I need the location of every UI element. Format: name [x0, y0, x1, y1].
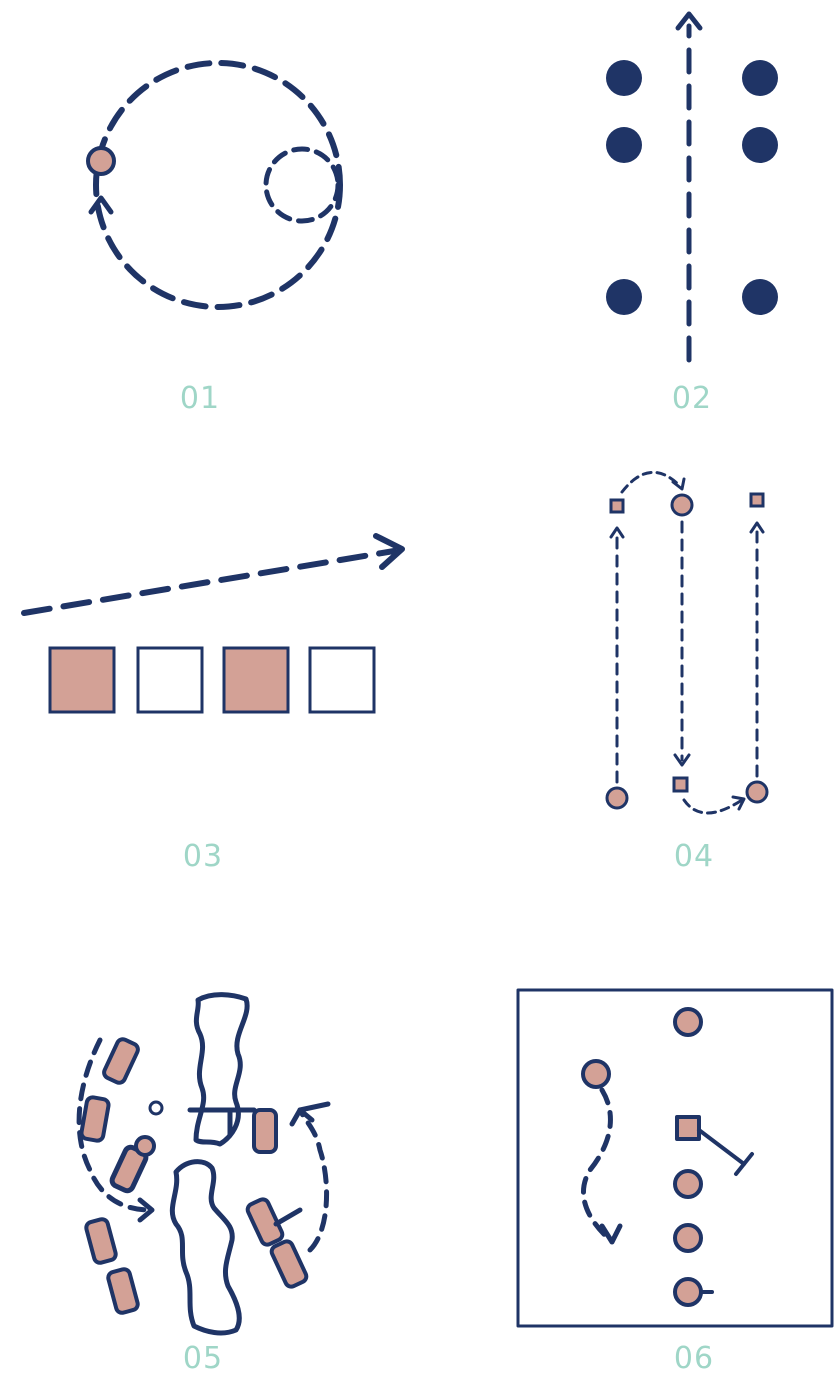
bench-link [276, 1210, 300, 1224]
square-link-cap [736, 1154, 752, 1174]
start-point [88, 148, 114, 174]
panel-label-01: 01 [180, 381, 220, 416]
panel-04: 04 [607, 472, 767, 874]
panel-label-03: 03 [183, 839, 223, 874]
dot-left-2 [606, 127, 642, 163]
right-bottom-point [747, 782, 767, 802]
dot-right-2 [742, 127, 778, 163]
dot-right-1 [742, 60, 778, 96]
middle-bottom-marker [674, 778, 687, 791]
top-hop-path [622, 472, 680, 492]
bottom-hop-path [684, 800, 742, 813]
panel-03: 03 [24, 536, 402, 874]
panel-label-04: 04 [674, 839, 714, 874]
panel-06: 06 [518, 990, 832, 1376]
upper-blob [196, 995, 247, 1144]
filled-square-2 [224, 648, 288, 712]
dot-left-1 [606, 60, 642, 96]
panel-05: 05 [79, 995, 328, 1376]
bench-2 [81, 1096, 110, 1141]
filled-square-1 [50, 648, 114, 712]
bench-8 [270, 1239, 309, 1288]
middle-top-point [672, 495, 692, 515]
bench-5 [85, 1218, 117, 1264]
left-bottom-point [607, 788, 627, 808]
column-point-4 [675, 1279, 701, 1305]
empty-square-1 [138, 648, 202, 712]
column-point-1 [675, 1009, 701, 1035]
panel-label-02: 02 [672, 381, 712, 416]
diagonal-dashed-path [24, 551, 394, 613]
large-dashed-circle [96, 63, 340, 307]
frame [518, 990, 832, 1326]
panel-label-05: 05 [183, 1341, 223, 1376]
curved-dashed-path [583, 1090, 610, 1240]
right-curved-path [300, 1110, 327, 1250]
curved-path-arrowhead [602, 1226, 620, 1242]
square-link [699, 1130, 744, 1164]
column-point-3 [675, 1225, 701, 1251]
right-top-marker [751, 494, 763, 506]
dot-left-3 [606, 279, 642, 315]
small-circle-mid [136, 1137, 154, 1155]
empty-square-2 [310, 648, 374, 712]
panel-01: 01 [88, 63, 340, 416]
left-up-arrowhead [611, 528, 623, 537]
small-dashed-circle [266, 149, 338, 221]
panel-label-06: 06 [674, 1341, 714, 1376]
bench-1 [102, 1037, 140, 1084]
bench-4 [254, 1110, 276, 1152]
left-top-marker [611, 500, 623, 512]
lower-blob [172, 1162, 239, 1333]
panel-02: 02 [606, 14, 778, 416]
column-point-2 [675, 1171, 701, 1197]
bench-6 [107, 1268, 139, 1314]
small-circle-top [150, 1102, 162, 1114]
dot-right-3 [742, 279, 778, 315]
column-square [677, 1117, 699, 1139]
start-point-left [583, 1061, 609, 1087]
right-top-connector [300, 1104, 328, 1110]
